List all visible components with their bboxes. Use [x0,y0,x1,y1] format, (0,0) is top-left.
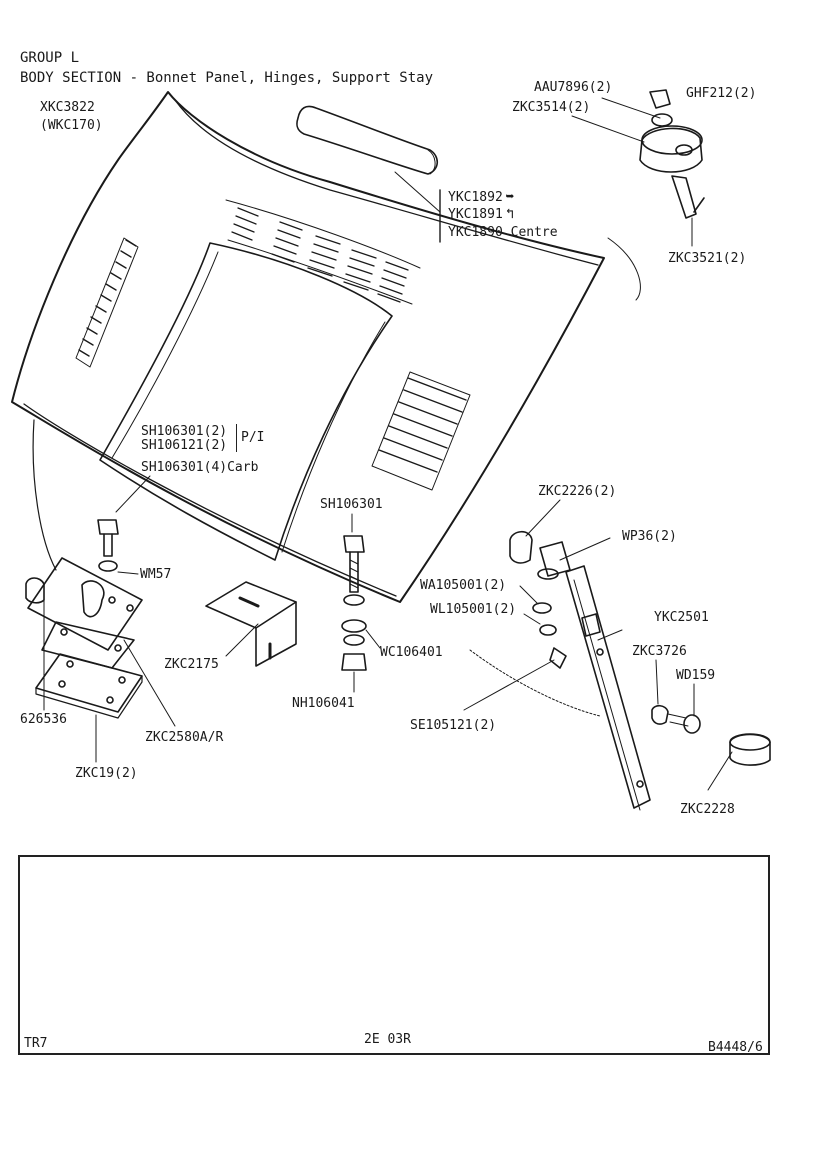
label-pi-suffix: P/I [236,424,264,452]
label-spacer: ZKC3514(2) [512,100,591,115]
right-turn-arrow-icon: ➥ [505,189,515,205]
notes-frame [18,855,770,1055]
exploded-diagram [11,89,771,811]
buffer-assembly [639,89,705,219]
label-bolt: SH106301 [320,497,383,512]
label-washer-wa: WA105001(2) [420,578,507,593]
label-plate: ZKC19(2) [75,766,138,781]
label-stay: YKC2501 [654,610,709,625]
label-seal-left: YKC1891↰ [448,206,515,223]
label-nut-nh: NH106041 [292,696,355,711]
label-screw-pi-1: SH106301(2) [141,424,228,439]
label-washer-wp: WP36(2) [622,529,677,544]
label-nut: AAU7896(2) [534,80,613,95]
label-washer-wl: WL105001(2) [430,602,517,617]
label-clip: GHF212(2) [686,86,757,101]
bonnet-bulge [99,242,393,561]
label-hinge-plate: ZKC2580A/R [145,730,224,745]
label-grommet-bottom: ZKC2228 [680,802,735,817]
label-buffer: ZKC3521(2) [668,251,747,266]
bolt-stack [341,535,367,671]
vent-slots [225,199,421,305]
label-screw-se: SE105121(2) [410,718,497,733]
louvres-left [75,237,139,368]
label-bracket: ZKC2175 [164,657,219,672]
left-turn-arrow-icon: ↰ [505,206,515,222]
footer-ref: B4448/6 [708,1040,763,1055]
footer-page-code: 2E 03R [364,1032,411,1047]
footer-model: TR7 [24,1036,48,1051]
seal-strip [296,105,439,175]
label-seal-right: YKC1892➥ [448,189,515,206]
label-hinge: 626536 [20,712,67,727]
section-title: BODY SECTION - Bonnet Panel, Hinges, Sup… [20,70,434,86]
label-washer-wd: WD159 [676,668,716,683]
label-pivot: ZKC3726 [632,644,687,659]
louvres-right [371,371,471,491]
label-washer-wc: WC106401 [380,645,443,660]
label-screw-carb: SH106301(4)Carb [141,460,259,475]
group-title: GROUP L [20,50,80,66]
hinge-group [25,519,143,719]
label-washer-wm: WM57 [140,567,172,582]
bonnet-panel [11,91,605,603]
label-seal-centre: YKC1890 Centre [448,225,558,240]
support-stay [509,530,771,811]
label-screw-pi-2: SH106121(2) [141,438,228,453]
label-bonnet-part: XKC3822 [40,100,95,115]
bracket [205,581,297,667]
label-grommet-top: ZKC2226(2) [538,484,617,499]
label-bonnet-alt: (WKC170) [40,118,103,133]
